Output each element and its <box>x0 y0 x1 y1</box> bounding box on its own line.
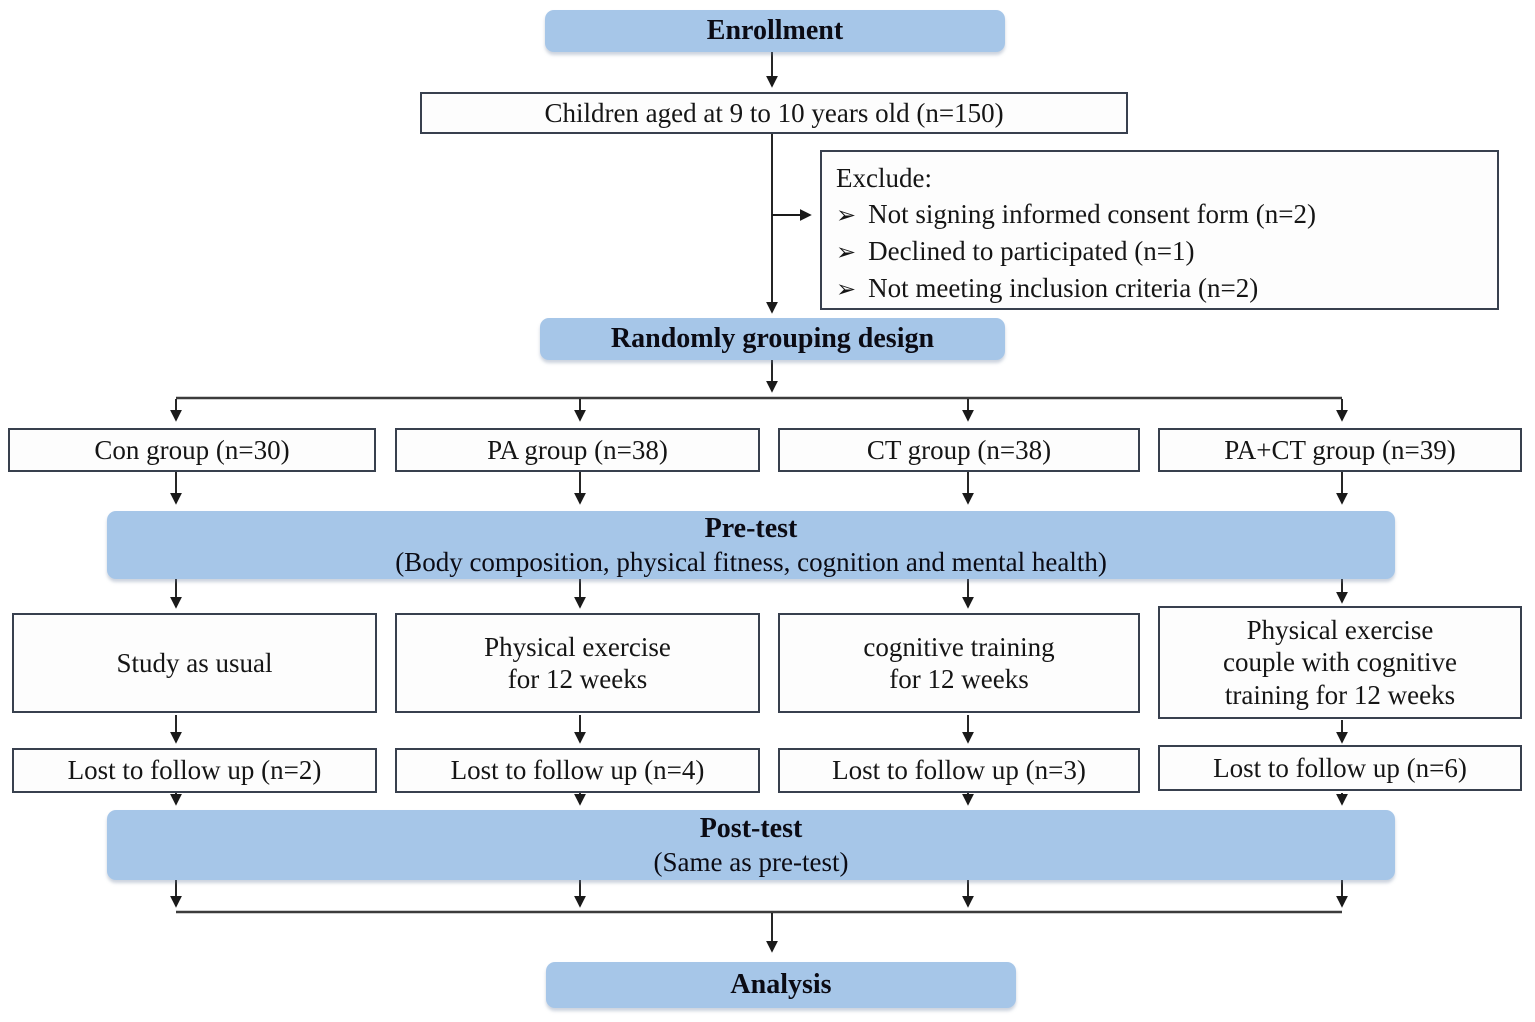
exclude-item: ➢ Not meeting inclusion criteria (n=2) <box>836 270 1258 307</box>
exclude-title: Exclude: <box>836 163 932 193</box>
randomization-box: Randomly grouping design <box>540 318 1005 360</box>
enrollment-label: Enrollment <box>706 15 844 47</box>
intervention-box-ct: cognitive training for 12 weeks <box>778 613 1140 713</box>
group-label: CT group (n=38) <box>866 434 1052 465</box>
posttest-title: Post-test <box>699 812 803 844</box>
intervention-label: Study as usual <box>116 647 273 678</box>
group-box-con: Con group (n=30) <box>8 428 376 472</box>
group-label: Con group (n=30) <box>94 434 290 465</box>
group-label: PA+CT group (n=39) <box>1224 434 1456 465</box>
group-box-ct: CT group (n=38) <box>778 428 1140 472</box>
arrowhead-bullet-icon: ➢ <box>836 201 857 229</box>
intervention-label: cognitive training for 12 weeks <box>863 631 1055 694</box>
flow-arrows <box>170 52 1348 953</box>
exclude-item-label: Not signing informed consent form (n=2) <box>868 199 1317 229</box>
lost-box-ct: Lost to follow up (n=3) <box>778 748 1140 793</box>
lost-box-pa-ct: Lost to follow up (n=6) <box>1158 745 1522 791</box>
exclude-item-label: Declined to participated (n=1) <box>868 236 1195 266</box>
lost-label: Lost to follow up (n=4) <box>450 755 705 786</box>
intervention-box-pa: Physical exercise for 12 weeks <box>395 613 760 713</box>
pretest-title: Pre-test <box>704 512 798 544</box>
population-box: Children aged at 9 to 10 years old (n=15… <box>420 92 1128 134</box>
lost-label: Lost to follow up (n=2) <box>67 755 322 786</box>
posttest-box: Post-test (Same as pre-test) <box>107 810 1395 880</box>
population-label: Children aged at 9 to 10 years old (n=15… <box>544 97 1004 128</box>
posttest-subtitle: (Same as pre-test) <box>653 847 849 878</box>
exclude-item: ➢ Not signing informed consent form (n=2… <box>836 196 1316 233</box>
intervention-box-pa-ct: Physical exercise couple with cognitive … <box>1158 606 1522 719</box>
exclude-box: Exclude: ➢ Not signing informed consent … <box>820 150 1499 310</box>
pretest-box: Pre-test (Body composition, physical fit… <box>107 511 1395 579</box>
exclude-item: ➢ Declined to participated (n=1) <box>836 233 1194 270</box>
arrowhead-bullet-icon: ➢ <box>836 238 857 266</box>
enrollment-box: Enrollment <box>545 10 1005 52</box>
arrowhead-bullet-icon: ➢ <box>836 275 857 303</box>
lost-box-con: Lost to follow up (n=2) <box>12 748 377 793</box>
pretest-subtitle: (Body composition, physical fitness, cog… <box>395 547 1107 578</box>
randomization-label: Randomly grouping design <box>610 323 935 355</box>
exclude-item-label: Not meeting inclusion criteria (n=2) <box>868 273 1259 303</box>
group-label: PA group (n=38) <box>487 434 668 465</box>
intervention-label: Physical exercise for 12 weeks <box>484 631 671 694</box>
lost-box-pa: Lost to follow up (n=4) <box>395 748 760 793</box>
branch-rails <box>176 396 1342 914</box>
lost-label: Lost to follow up (n=6) <box>1213 752 1467 783</box>
intervention-label: Physical exercise couple with cognitive … <box>1223 614 1457 710</box>
group-box-pa: PA group (n=38) <box>395 428 760 472</box>
group-box-pa-ct: PA+CT group (n=39) <box>1158 428 1522 472</box>
intervention-box-con: Study as usual <box>12 613 377 713</box>
analysis-box: Analysis <box>546 962 1016 1008</box>
analysis-label: Analysis <box>730 969 832 1001</box>
lost-label: Lost to follow up (n=3) <box>832 755 1086 786</box>
